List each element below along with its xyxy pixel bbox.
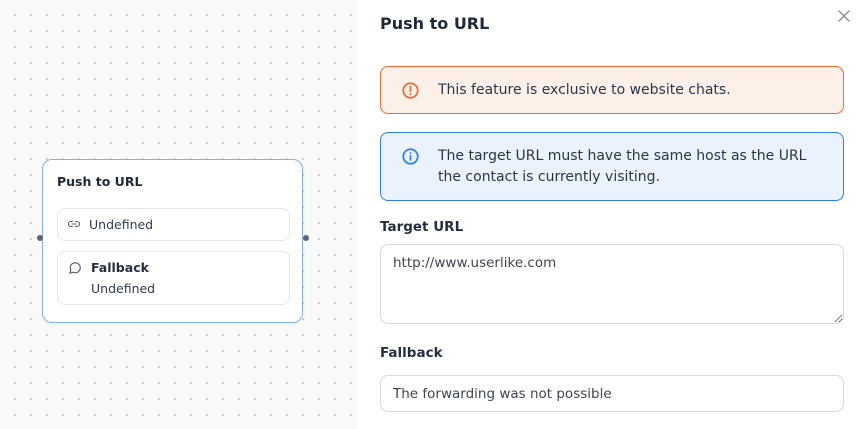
warning-alert-text: This feature is exclusive to website cha… (438, 82, 731, 98)
target-url-input[interactable]: http://www.userlike.com (380, 244, 844, 324)
chat-bubble-icon (68, 261, 82, 275)
info-alert: The target URL must have the same host a… (380, 132, 844, 201)
info-alert-text: The target URL must have the same host a… (438, 148, 807, 185)
info-circle-icon (402, 148, 419, 165)
node-fallback-row[interactable]: Fallback Undefined (57, 251, 290, 305)
flow-canvas[interactable]: Push to URL Undefined Fallback (0, 0, 357, 429)
settings-panel: Push to URL This feature is exclusive to… (357, 0, 862, 429)
fallback-input[interactable] (380, 375, 844, 412)
node-target-url-value: Undefined (89, 217, 154, 232)
warning-alert: This feature is exclusive to website cha… (380, 66, 844, 114)
panel-title: Push to URL (380, 14, 490, 33)
link-icon (68, 218, 80, 230)
target-url-label: Target URL (380, 219, 464, 235)
push-to-url-node[interactable]: Push to URL Undefined Fallback (36, 159, 309, 323)
fallback-label: Fallback (380, 345, 443, 361)
close-icon[interactable] (835, 7, 853, 25)
node-title: Push to URL (57, 174, 143, 189)
node-input-port[interactable] (36, 235, 43, 241)
node-fallback-value: Undefined (91, 281, 156, 296)
node-fallback-label: Fallback (91, 260, 149, 275)
node-target-url-row[interactable]: Undefined (57, 208, 290, 241)
alert-circle-icon (402, 82, 419, 99)
node-output-port[interactable] (302, 235, 309, 241)
